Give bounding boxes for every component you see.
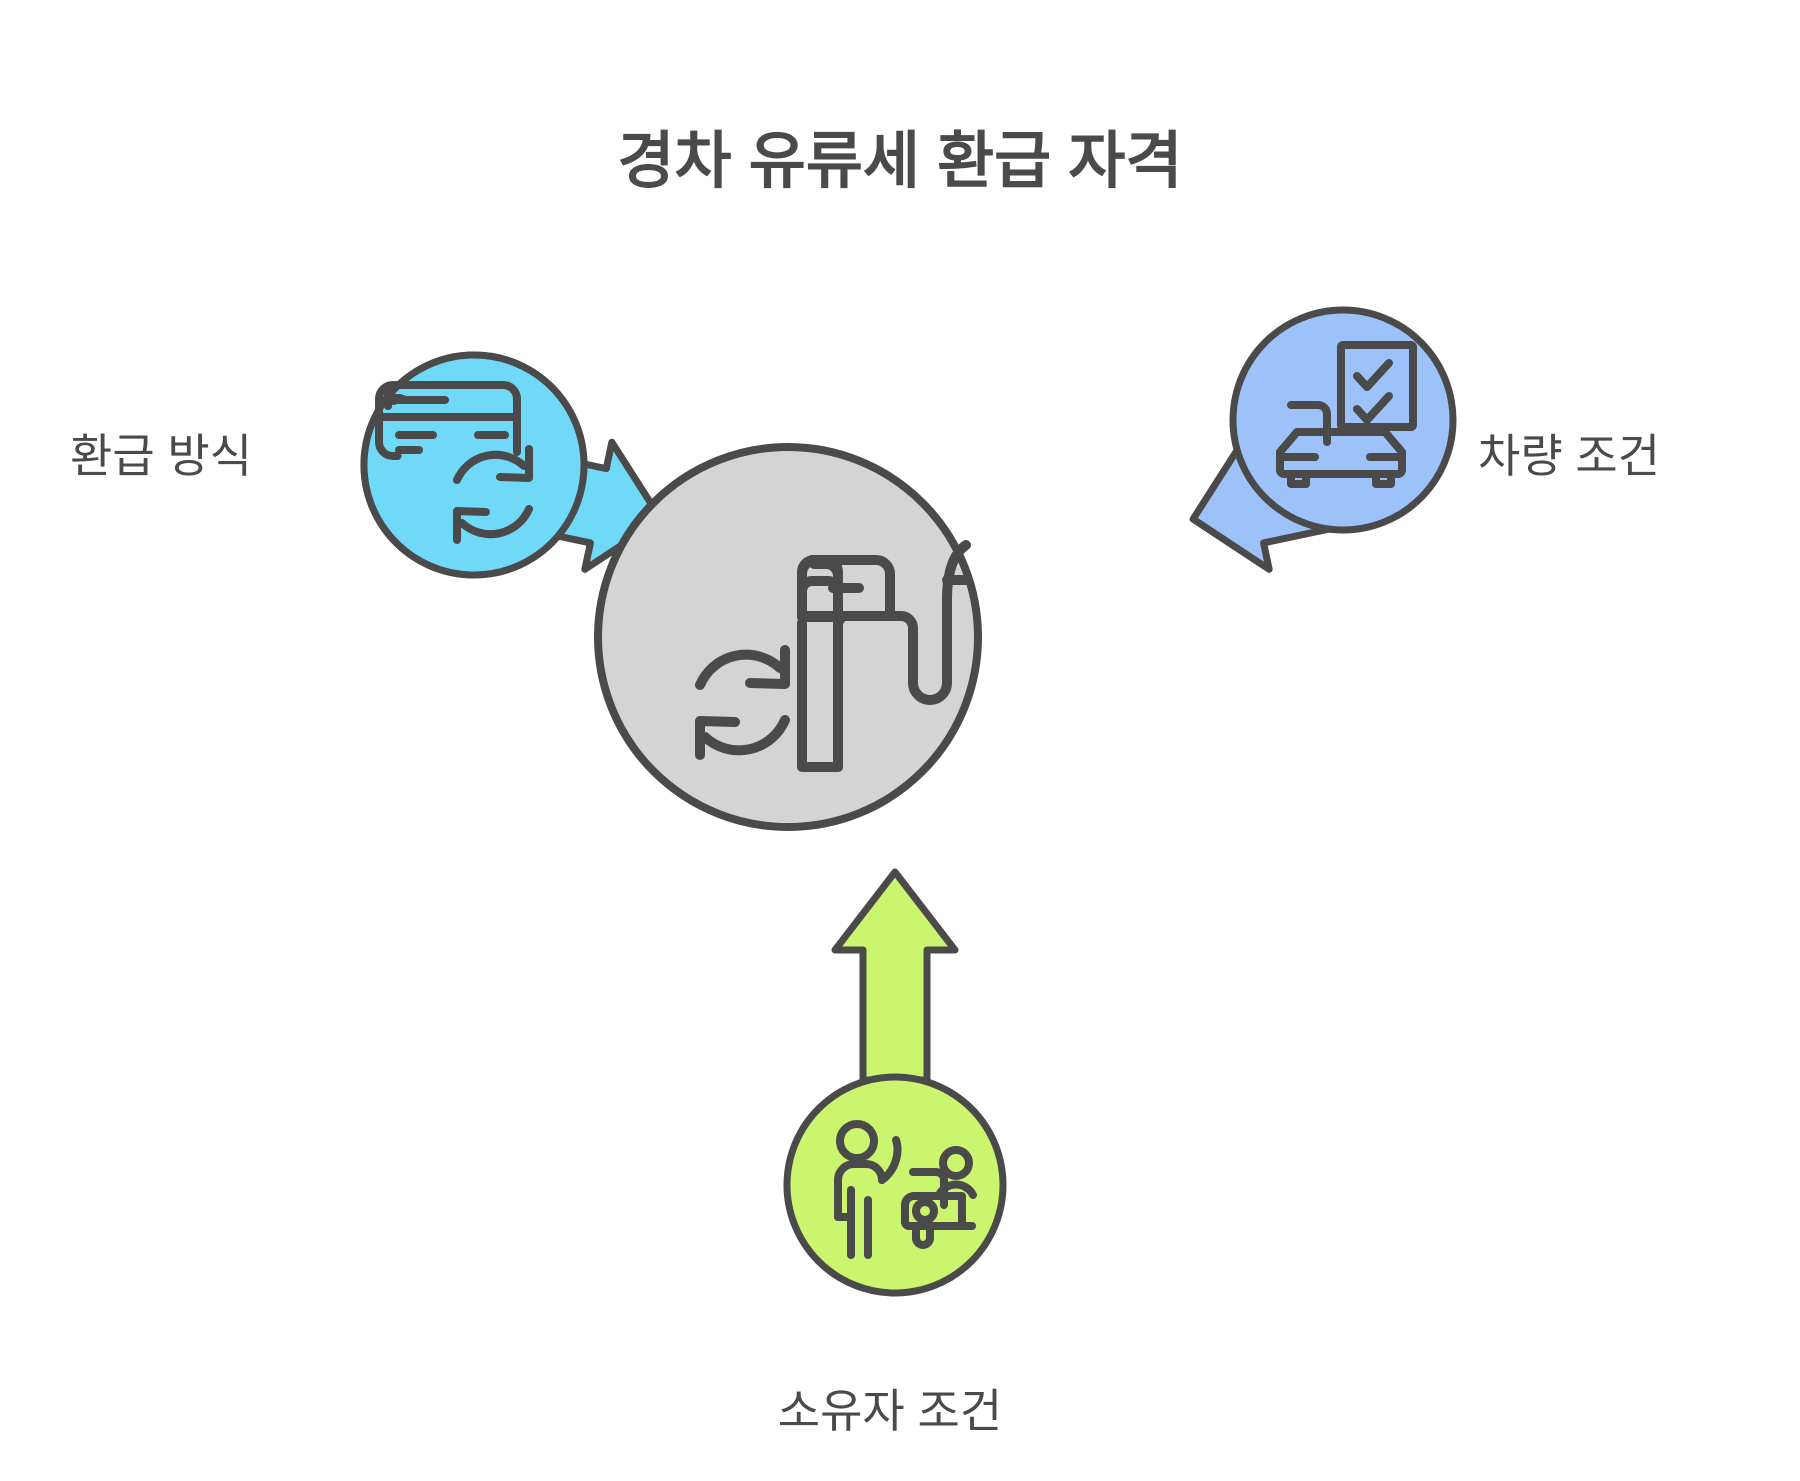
car-checklist-icon bbox=[1276, 341, 1417, 488]
owner-condition-circle bbox=[783, 1073, 1007, 1297]
label-vehicle-condition: 차량 조건 bbox=[1478, 430, 1661, 482]
node-refund-method[interactable] bbox=[360, 351, 675, 583]
label-owner-condition: 소유자 조건 bbox=[777, 1385, 1003, 1437]
node-owner-condition[interactable] bbox=[783, 868, 1007, 1297]
refresh-arrows-icon-left bbox=[453, 445, 533, 544]
label-refund-method: 환급 방식 bbox=[70, 430, 253, 482]
center-node[interactable] bbox=[594, 443, 982, 831]
person-car-driver-icon bbox=[834, 1120, 977, 1259]
credit-card-refresh-icon bbox=[375, 381, 521, 460]
page-title: 경차 유류세 환급 자격 bbox=[617, 127, 1183, 196]
arrow-owner-condition bbox=[831, 868, 959, 1084]
center-circle bbox=[594, 443, 982, 831]
fuel-pump-refresh-icon bbox=[695, 540, 973, 772]
node-vehicle-condition[interactable] bbox=[1180, 306, 1457, 583]
